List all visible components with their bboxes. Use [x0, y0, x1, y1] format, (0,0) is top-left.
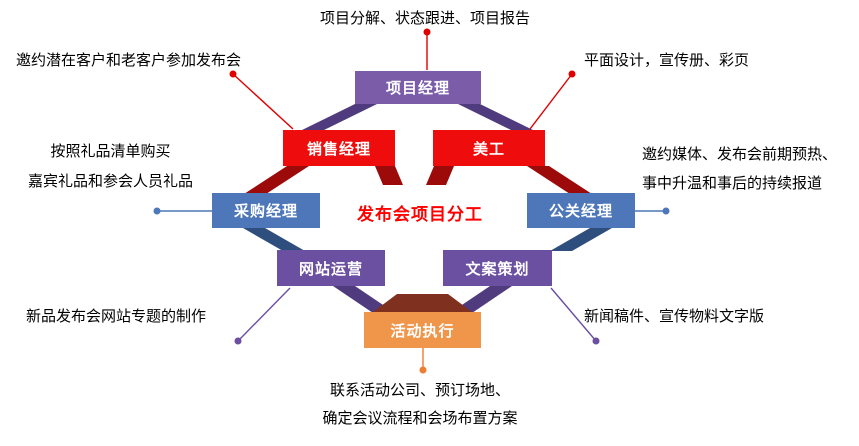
annotation-bottom-left-text: 新品发布会网站专题的制作	[26, 307, 207, 325]
annotation-bottom-left: 新品发布会网站专题的制作	[26, 306, 246, 327]
node-art-designer: 美工	[433, 130, 545, 166]
callout-dot-bottom	[419, 366, 427, 374]
diagram-center-title: 发布会项目分工	[357, 205, 483, 225]
annotation-right-line-1: 邀约媒体、发布会前期预热、	[642, 145, 838, 163]
ribbon-art-inner-fold	[426, 166, 454, 185]
callout-line-bottom-left	[237, 287, 291, 342]
annotation-top-right-text: 平面设计，宣传册、彩页	[584, 51, 750, 69]
node-sales-manager: 销售经理	[283, 130, 395, 166]
node-pr-manager: 公关经理	[527, 193, 635, 228]
ribbon-website-to-execution	[333, 286, 395, 313]
node-event-execution: 活动执行	[364, 312, 481, 348]
ribbon-execution-top-fold	[373, 294, 472, 312]
annotation-bottom-right: 新闻稿件、宣传物料文字版	[584, 306, 794, 327]
callout-dot-top	[423, 28, 431, 36]
callout-line-bottom-right	[550, 287, 597, 342]
annotation-bottom-line-1: 联系活动公司、预订场地、	[329, 381, 510, 399]
annotation-right-line-2: 事中升温和事后的持续报道	[642, 174, 823, 192]
annotation-left-line-2: 嘉宾礼品和参会人员礼品	[27, 172, 193, 190]
callout-dot-bottom-right	[592, 337, 600, 345]
annotation-bottom: 联系活动公司、预订场地、 确定会议流程和会场布置方案	[295, 376, 545, 432]
node-website-operations: 网站运营	[277, 250, 385, 286]
ribbon-sales-inner-fold	[375, 166, 403, 185]
annotation-bottom-line-2: 确定会议流程和会场布置方案	[322, 409, 518, 427]
node-project-manager: 项目经理	[355, 71, 481, 104]
callout-dot-left	[153, 207, 161, 215]
callout-dot-top-right	[568, 70, 576, 78]
callout-line-top-left	[232, 73, 294, 130]
ribbon-sales-to-purchasing	[244, 166, 309, 194]
ribbon-top-left-leg	[300, 104, 377, 131]
annotation-top: 项目分解、状态跟进、项目报告	[290, 8, 560, 29]
annotation-top-right: 平面设计，宣传册、彩页	[584, 50, 774, 71]
ribbon-copywriting-to-execution	[450, 286, 512, 313]
annotation-right: 邀约媒体、发布会前期预热、 事中升温和事后的持续报道	[642, 140, 857, 198]
ribbon-pr-to-copywriting	[550, 228, 612, 251]
ribbon-top-right-leg	[458, 104, 535, 131]
callout-line-top-right	[529, 73, 573, 130]
node-copywriting: 文案策划	[443, 250, 552, 286]
annotation-left: 按照礼品清单购买 嘉宾礼品和参会人员礼品	[18, 136, 203, 196]
callout-dot-bottom-left	[234, 337, 242, 345]
annotation-top-left: 邀约潜在客户和老客户参加发布会	[16, 50, 256, 71]
annotation-bottom-right-text: 新闻稿件、宣传物料文字版	[584, 307, 765, 325]
node-purchasing-manager: 采购经理	[212, 193, 320, 228]
ribbon-art-to-pr	[527, 166, 592, 194]
annotation-top-text: 项目分解、状态跟进、项目报告	[319, 9, 530, 27]
annotation-top-left-text: 邀约潜在客户和老客户参加发布会	[16, 51, 242, 69]
annotation-left-line-1: 按照礼品清单购买	[50, 142, 171, 160]
callout-dot-right	[662, 207, 670, 215]
ribbon-purchasing-to-website	[243, 228, 305, 251]
callout-dot-top-left	[229, 70, 237, 78]
